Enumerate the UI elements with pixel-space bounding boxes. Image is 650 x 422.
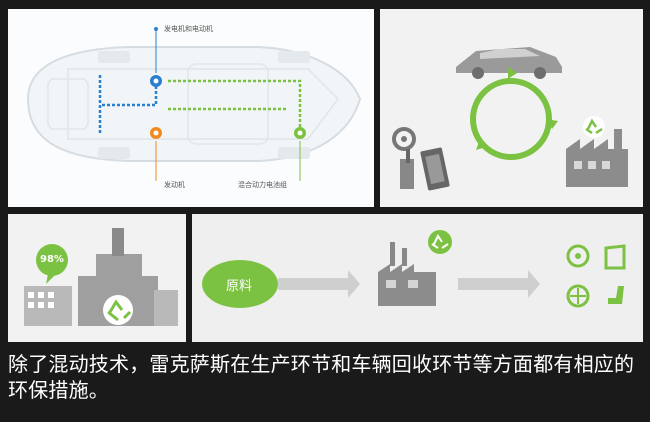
factory-icon	[378, 242, 436, 306]
label-motor-generator: 发电机和电动机	[164, 25, 213, 33]
gear-shift-icon	[400, 149, 414, 189]
arrow-icon	[458, 270, 540, 298]
factory-icon	[24, 228, 178, 326]
recycle-cycle-diagram	[392, 47, 628, 191]
seat-icon	[608, 286, 624, 304]
hybrid-car-diagram-panel: 发电机和电动机 发动机 混合动力电池组	[8, 9, 374, 207]
factory-icon	[566, 129, 628, 187]
recycle-icon	[428, 230, 452, 254]
wheel-icon	[566, 284, 590, 308]
production-process-panel: 原料	[192, 214, 643, 342]
door-icon	[604, 244, 626, 270]
recycle-cycle-panel	[380, 9, 643, 207]
raw-material-label: 原料	[226, 279, 253, 294]
car-icon	[456, 47, 562, 79]
process-flow-diagram	[202, 230, 626, 308]
brake-pad-icon	[420, 147, 450, 191]
label-engine: 发动机	[164, 181, 185, 189]
factory-percent-panel: 98%	[8, 214, 186, 342]
label-battery: 混合动力电池组	[238, 181, 287, 189]
steering-wheel-icon	[566, 244, 590, 268]
arrow-icon	[278, 270, 360, 298]
car-outline-icon	[26, 27, 362, 181]
percent-badge: 98%	[40, 254, 64, 265]
wheel-icon	[392, 127, 416, 151]
recycle-icon	[583, 116, 605, 138]
caption-text: 除了混动技术，雷克萨斯在生产环节和车辆回收环节等方面都有相应的环保措施。	[8, 352, 635, 402]
